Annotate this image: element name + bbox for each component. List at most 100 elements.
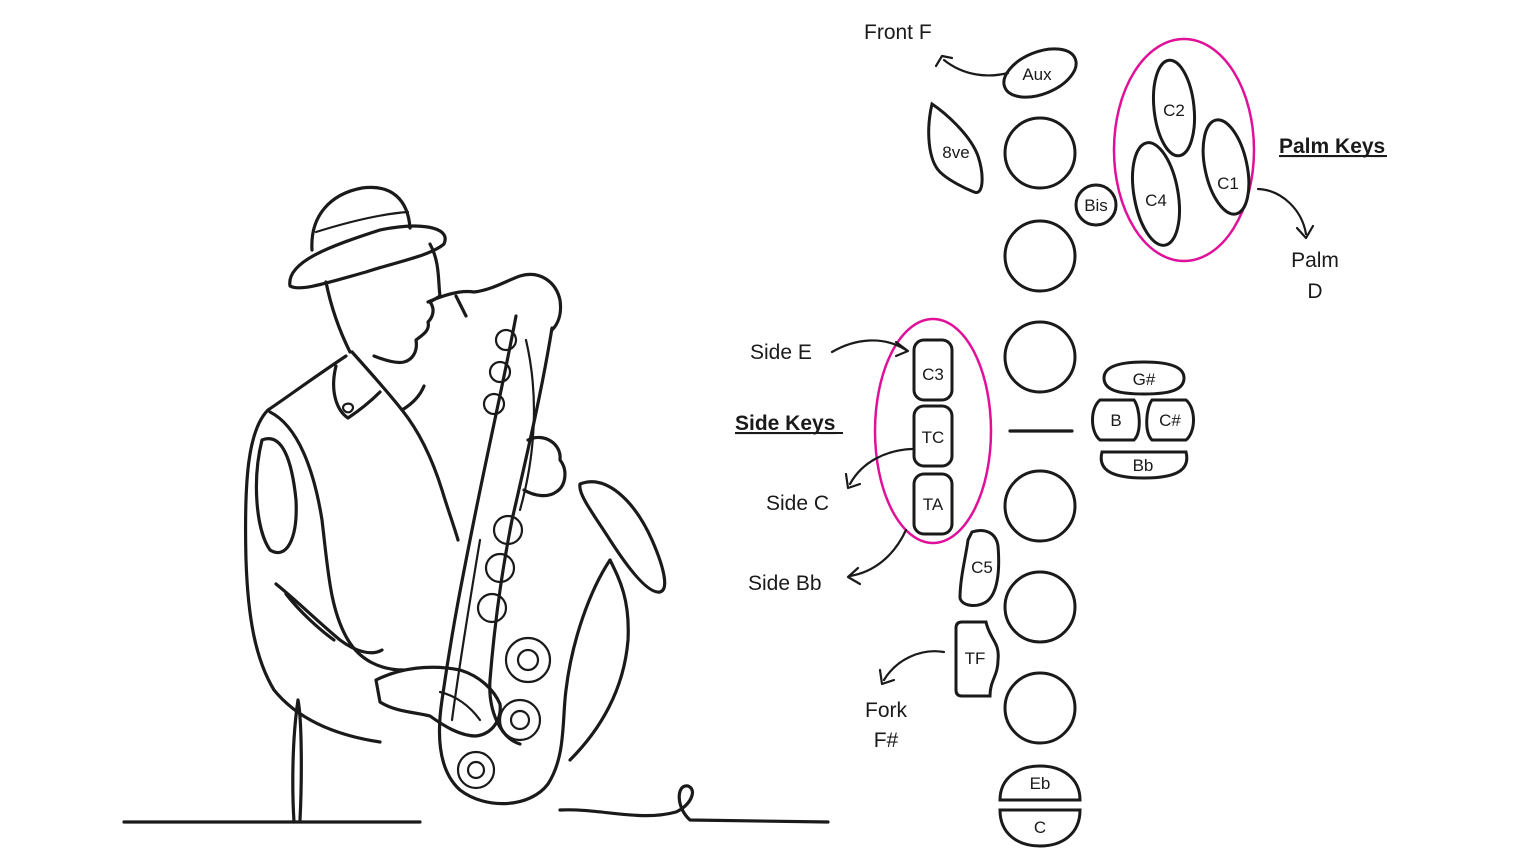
sax-key-9: [456, 750, 496, 790]
label-palm-d-2: D: [1307, 280, 1322, 303]
arrow-front-f-head: [934, 54, 954, 68]
key-c-sharp[interactable]: [1145, 398, 1195, 442]
face-profile: [372, 242, 442, 365]
label-palm-d-1: Palm: [1291, 249, 1339, 272]
key-c3-label: C3: [922, 365, 944, 384]
sax-key-3: [482, 392, 506, 416]
side-keys-ring: [873, 317, 993, 545]
key-c2-label: C2: [1163, 101, 1185, 120]
key-bb[interactable]: [1099, 450, 1189, 480]
key-main-3[interactable]: [1003, 320, 1077, 394]
key-bb-label: Bb: [1133, 456, 1154, 475]
key-tf[interactable]: [954, 620, 1000, 698]
key-c4[interactable]: [1125, 139, 1186, 249]
hat-band: [314, 210, 410, 234]
label-palm-keys: Palm Keys: [1279, 135, 1385, 158]
label-fork-2: F#: [874, 729, 899, 752]
arrow-side-e-head: [894, 340, 910, 358]
sax-key-8-inner: [509, 709, 531, 731]
key-bis-label: Bis: [1084, 196, 1108, 215]
sax-rod: [518, 338, 536, 512]
arrow-side-bb-head: [846, 566, 862, 586]
key-tf-label: TF: [965, 649, 986, 668]
sax-key-9-inner: [466, 760, 486, 780]
key-main-2[interactable]: [1003, 219, 1077, 293]
stool-leg: [291, 698, 303, 824]
key-bis[interactable]: [1074, 183, 1118, 227]
key-aux[interactable]: [997, 39, 1083, 106]
key-eb[interactable]: [998, 764, 1082, 802]
tie: [400, 408, 460, 542]
fingering-diagram: Front F Aux 8ve Bis Eb C C2 C4 C1 Palm K…: [735, 21, 1387, 848]
sax-bell-body: [568, 558, 630, 762]
hat-brim: [288, 224, 447, 290]
key-c1-label: C1: [1217, 174, 1239, 193]
arrow-side-c-head: [844, 472, 862, 490]
key-main-4[interactable]: [1003, 469, 1077, 543]
arrow-palm-d: [1256, 187, 1308, 236]
arrow-side-c: [848, 447, 914, 486]
key-c3[interactable]: [912, 338, 954, 402]
hat-crown: [310, 185, 412, 252]
label-fork-1: Fork: [865, 699, 908, 722]
arrow-fork: [882, 650, 946, 682]
palm-keys-ring: [1112, 37, 1256, 263]
upper-hand: [522, 435, 567, 498]
key-c1[interactable]: [1195, 116, 1256, 219]
sax-key-4: [492, 514, 524, 546]
key-ta[interactable]: [912, 472, 954, 536]
sax-neck: [426, 272, 563, 332]
key-c5[interactable]: [958, 529, 1001, 607]
arrow-palm-d-head: [1295, 224, 1315, 240]
label-front-f: Front F: [864, 21, 932, 44]
key-c-sharp-label: C#: [1159, 411, 1181, 430]
sax-key-7: [504, 636, 552, 684]
key-octave-label: 8ve: [942, 143, 969, 162]
lapel-left: [332, 364, 382, 420]
key-tc[interactable]: [912, 404, 954, 468]
sax-key-7-inner: [516, 648, 540, 672]
key-main-6[interactable]: [1003, 671, 1077, 745]
back-of-head: [324, 280, 352, 354]
sax-key-6: [476, 592, 508, 624]
key-c-label: C: [1034, 818, 1046, 837]
arrow-side-bb: [848, 528, 908, 578]
saxophonist-illustration: [122, 185, 830, 824]
lower-hand-finger: [438, 690, 482, 722]
label-side-e: Side E: [750, 341, 812, 364]
arrow-fork-head: [878, 668, 896, 686]
jacket-back: [243, 354, 382, 744]
key-main-1[interactable]: [1003, 116, 1077, 190]
arm-fold: [274, 582, 384, 655]
sax-rod-2: [450, 538, 482, 722]
key-main-5[interactable]: [1003, 570, 1077, 644]
sax-bell-rim: [578, 480, 667, 594]
label-side-keys: Side Keys: [735, 412, 835, 435]
key-tc-label: TC: [922, 428, 945, 447]
sax-key-1: [494, 328, 518, 352]
key-b-label: B: [1110, 411, 1121, 430]
label-side-c: Side C: [766, 492, 829, 515]
key-eb-label: Eb: [1030, 774, 1051, 793]
sax-body-back: [488, 326, 554, 746]
elbow-patch: [254, 437, 298, 555]
key-g-sharp[interactable]: [1102, 360, 1186, 396]
key-c5-label: C5: [971, 558, 993, 577]
key-c4-label: C4: [1145, 191, 1167, 210]
arm-fold-2: [284, 592, 336, 642]
sax-key-8: [498, 698, 542, 742]
key-octave[interactable]: [927, 101, 984, 194]
jacket-sleeve: [268, 410, 406, 672]
key-b[interactable]: [1091, 398, 1141, 442]
key-aux-label: Aux: [1022, 65, 1052, 84]
key-c[interactable]: [998, 808, 1082, 848]
key-c2[interactable]: [1149, 58, 1199, 158]
sax-body-front: [437, 314, 612, 806]
sax-key-2: [488, 360, 512, 384]
ground-line-right: [558, 784, 830, 824]
arrow-side-e: [830, 339, 908, 354]
sax-key-5: [484, 552, 516, 584]
mouthpiece-lig: [454, 294, 468, 318]
